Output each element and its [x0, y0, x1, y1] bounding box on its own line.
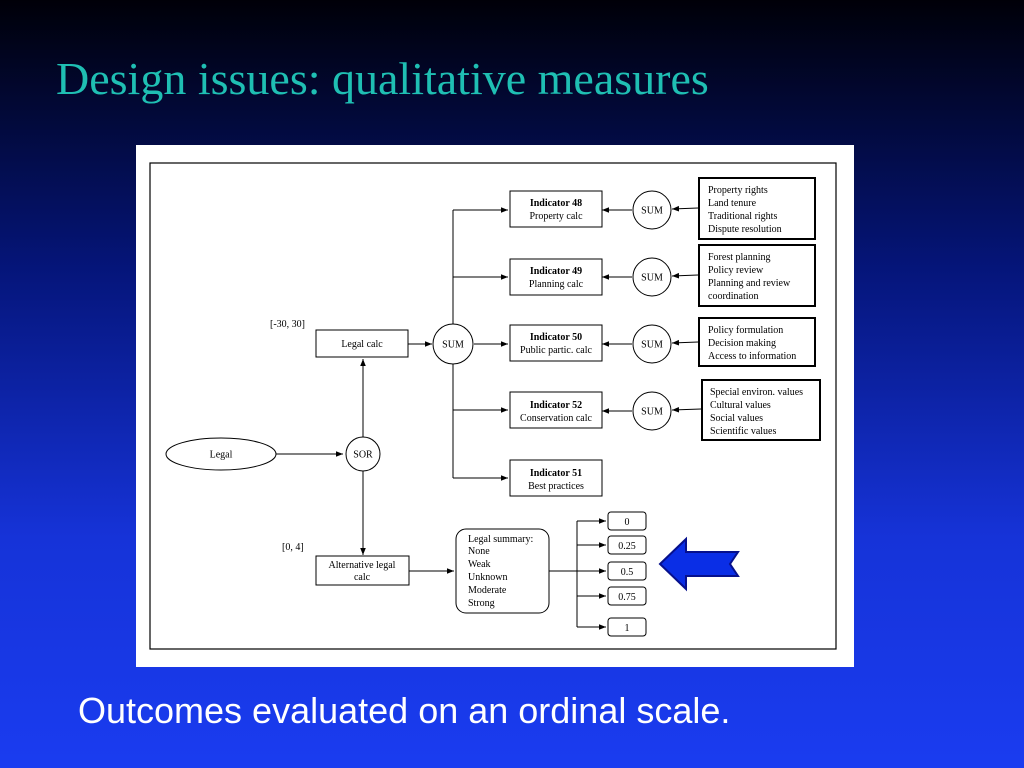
scale-value-label: 0.25: [618, 541, 636, 552]
indicator-51: Indicator 51 Best practices: [509, 459, 603, 497]
items-box-50: Policy formulation Decision making Acces…: [698, 317, 816, 367]
scale-value-label: 0: [625, 517, 630, 528]
items-box-48: Property rights Land tenure Traditional …: [698, 177, 816, 240]
indicator-subtitle: Best practices: [528, 481, 584, 492]
legal-calc-range: [-30, 30]: [270, 319, 305, 330]
indicator-50: Indicator 50 Public partic. calc: [509, 324, 603, 362]
indicator-subtitle: Property calc: [529, 211, 583, 222]
alt-range: [0, 4]: [282, 542, 304, 553]
indicator-title: Indicator 52: [530, 400, 582, 411]
item-text: Forest planning: [708, 252, 771, 263]
indicator-title: Indicator 48: [530, 198, 582, 209]
indicator-subtitle: Conservation calc: [520, 413, 592, 424]
scale-value-0: 0: [607, 511, 647, 531]
scale-value-075: 0.75: [607, 586, 647, 606]
scale-value-label: 0.75: [618, 592, 636, 603]
item-text: Social values: [710, 413, 763, 424]
scale-value-label: 1: [625, 623, 630, 634]
sum-label: SUM: [641, 206, 663, 217]
item-text: Policy formulation: [708, 325, 783, 336]
items-box-52: Special environ. values Cultural values …: [701, 379, 821, 441]
item-text: Planning and review: [708, 278, 791, 289]
connectors: [276, 205, 702, 630]
legal-input-node: Legal: [165, 437, 277, 471]
indicator-subtitle: Planning calc: [529, 279, 584, 290]
sum-main-label: SUM: [442, 340, 464, 351]
indicator-49: Indicator 49 Planning calc: [509, 258, 603, 296]
items-box-49: Forest planning Policy review Planning a…: [698, 244, 816, 307]
diagram-svg: Legal SOR [-30, 30] Legal calc SUM [0, 4…: [149, 162, 837, 650]
sum-label: SUM: [641, 340, 663, 351]
legal-summary-title: Legal summary:: [468, 534, 533, 545]
sum-label: SUM: [641, 273, 663, 284]
alt-legal-calc-line2: calc: [354, 572, 371, 583]
legal-summary-level: Unknown: [468, 572, 507, 583]
sum-node-48: SUM: [632, 190, 672, 230]
legal-summary-level: Weak: [468, 559, 491, 570]
item-text: Land tenure: [708, 198, 757, 209]
alt-legal-calc-node: Alternative legal calc: [315, 555, 410, 586]
legal-summary-node: Legal summary: None Weak Unknown Moderat…: [455, 528, 550, 614]
item-text: coordination: [708, 291, 759, 302]
legal-summary-level: Moderate: [468, 585, 507, 596]
pointer-arrow-icon: [658, 536, 740, 592]
indicator-52: Indicator 52 Conservation calc: [509, 391, 603, 429]
scale-value-05: 0.5: [607, 561, 647, 581]
sor-node: SOR: [345, 436, 381, 472]
indicator-title: Indicator 49: [530, 266, 582, 277]
legal-input-label: Legal: [210, 450, 233, 461]
sum-label: SUM: [641, 407, 663, 418]
sum-node-50: SUM: [632, 324, 672, 364]
legal-summary-level: Strong: [468, 598, 495, 609]
sum-main-node: SUM: [432, 323, 474, 365]
indicator-title: Indicator 50: [530, 332, 582, 343]
item-text: Decision making: [708, 338, 776, 349]
item-text: Property rights: [708, 185, 768, 196]
scale-value-1: 1: [607, 617, 647, 637]
sum-node-52: SUM: [632, 391, 672, 431]
legal-calc-node: Legal calc: [315, 329, 409, 358]
sor-label: SOR: [353, 450, 373, 461]
item-text: Policy review: [708, 265, 764, 276]
item-text: Special environ. values: [710, 387, 803, 398]
item-text: Scientific values: [710, 426, 776, 437]
indicator-48: Indicator 48 Property calc: [509, 190, 603, 228]
slide-caption: Outcomes evaluated on an ordinal scale.: [78, 690, 731, 731]
indicator-title: Indicator 51: [530, 468, 582, 479]
slide-title: Design issues: qualitative measures: [56, 53, 709, 104]
item-text: Dispute resolution: [708, 224, 782, 235]
indicator-subtitle: Public partic. calc: [520, 345, 592, 356]
diagram-frame: [149, 162, 837, 650]
scale-value-025: 0.25: [607, 535, 647, 555]
alt-legal-calc-line1: Alternative legal: [329, 560, 396, 571]
legal-calc-label: Legal calc: [341, 339, 383, 350]
item-text: Traditional rights: [708, 211, 777, 222]
item-text: Cultural values: [710, 400, 771, 411]
flow-diagram: Legal SOR [-30, 30] Legal calc SUM [0, 4…: [136, 145, 854, 667]
item-text: Access to information: [708, 351, 796, 362]
scale-value-label: 0.5: [621, 567, 634, 578]
legal-summary-level: None: [468, 546, 490, 557]
sum-node-49: SUM: [632, 257, 672, 297]
